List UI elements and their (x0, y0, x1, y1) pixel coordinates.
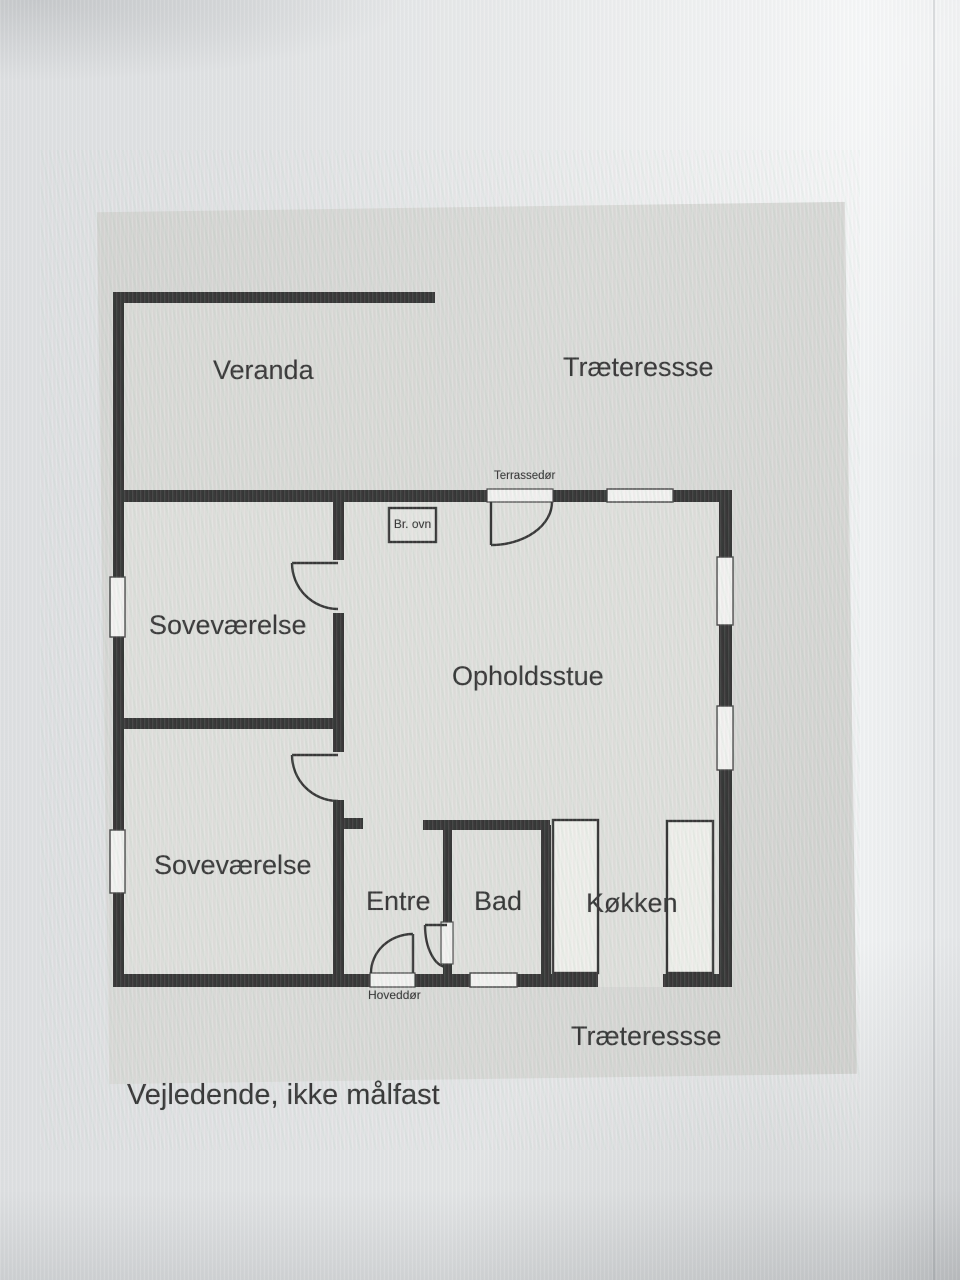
room-label-terrace-top: Træteressse (563, 352, 714, 382)
wall-left-middle (113, 637, 124, 830)
bath-door-arc (423, 923, 448, 969)
doors (290, 501, 554, 974)
room-label-hallway: Entre (366, 886, 431, 916)
bath-door-opening (440, 921, 454, 965)
terrace-door-label: Terrassedør (494, 470, 556, 482)
kitchen-counter-left (551, 818, 600, 975)
wall-south-left (113, 974, 370, 987)
wall-left-lower (113, 893, 124, 987)
window-bath-south (469, 972, 518, 988)
room-label-living-room: Opholdsstue (452, 661, 604, 691)
house-floor (113, 496, 732, 987)
wall-right-upper (719, 490, 732, 557)
disclaimer-text: Vejledende, ikke målfast (127, 1079, 440, 1111)
room-label-bathroom: Bad (474, 886, 523, 916)
wall-north-left (113, 490, 487, 502)
bedroom1-door-arc (290, 561, 339, 611)
room-label-kitchen: Køkken (586, 888, 678, 918)
wood-stove-label: Br. ovn (393, 517, 432, 531)
terrace-door-opening (486, 488, 554, 503)
wall-south-right (663, 974, 732, 987)
window-bedroom2-west (109, 829, 126, 894)
wall-bath-left (443, 825, 452, 922)
bedroom2-door-arc (290, 753, 339, 803)
wall-hall-stub (333, 818, 363, 829)
wall-north-mid (553, 490, 607, 502)
room-label-veranda: Veranda (213, 355, 314, 385)
front-door-arc (369, 932, 415, 974)
room-label-terrace-bottom: Træteressse (571, 1021, 722, 1051)
veranda-floor (113, 292, 435, 502)
door-openings (369, 488, 554, 988)
front-door-opening (369, 972, 416, 988)
wall-bath-left-stub (443, 964, 452, 974)
room-label-bedroom-2: Soveværelse (154, 850, 312, 880)
wall-interior-upper (333, 496, 344, 560)
wall-south-mid2 (517, 974, 598, 987)
windows (109, 488, 734, 988)
window-living-east-lower (716, 705, 734, 771)
wall-right-middle (719, 625, 732, 706)
wall-veranda-top (113, 292, 435, 303)
kitchen-counter-right (665, 819, 715, 975)
wall-south-mid1 (415, 974, 470, 987)
window-living-east-upper (716, 556, 734, 626)
wall-between-bedrooms (113, 718, 344, 729)
wall-interior-lower (333, 800, 344, 974)
room-label-bedroom-1: Soveværelse (149, 610, 307, 640)
wall-left-upper (113, 292, 124, 577)
wall-bath-right (541, 825, 551, 974)
floor-areas (113, 292, 732, 987)
terrace-door-arc (489, 501, 554, 547)
window-bedroom1-west (109, 576, 126, 638)
wall-right-lower (719, 770, 732, 987)
wall-interior-middle (333, 613, 344, 752)
wall-bath-top (423, 820, 550, 830)
window-living-north (606, 488, 674, 503)
wood-stove-box (387, 506, 438, 544)
walls (113, 292, 732, 987)
wall-north-right (673, 490, 732, 502)
front-door-label: Hoveddør (368, 988, 421, 1002)
